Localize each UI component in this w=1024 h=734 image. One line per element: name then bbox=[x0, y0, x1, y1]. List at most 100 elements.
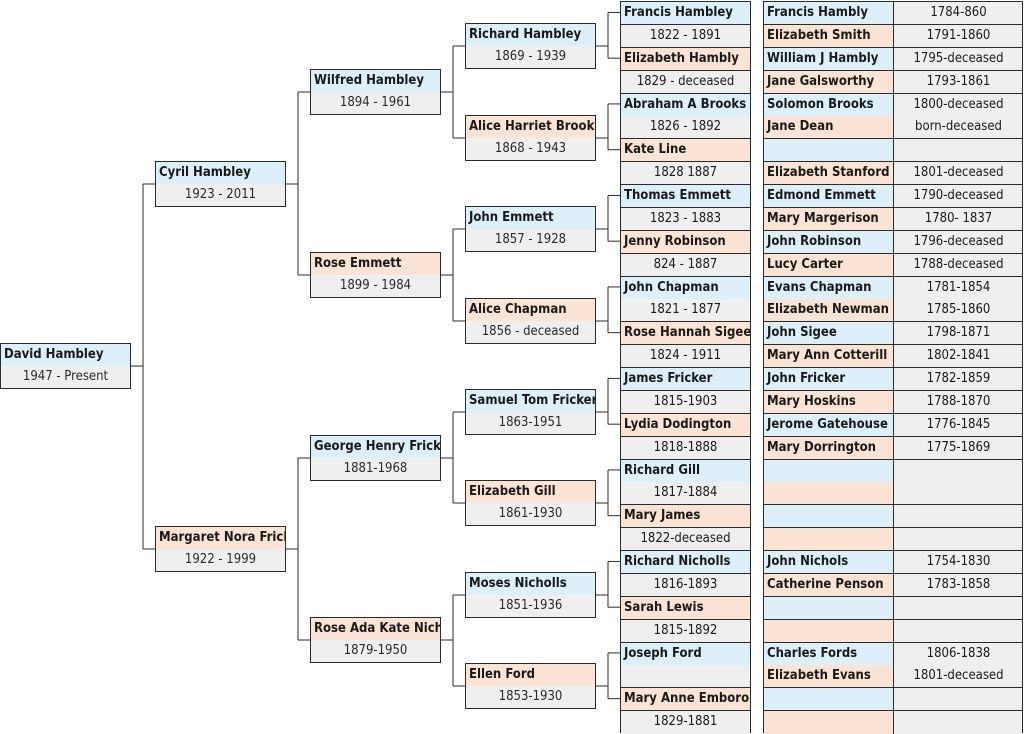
ancestor-dates-row: 1817-1884 bbox=[621, 482, 750, 506]
ancestor-name-row[interactable]: Abraham A Brooks bbox=[621, 93, 750, 117]
person-dates: 1869 - 1939 bbox=[466, 46, 595, 68]
ancestor-row[interactable] bbox=[764, 139, 1022, 163]
ancestor-row[interactable] bbox=[764, 505, 1022, 529]
ancestor-name-row[interactable]: Kate Line bbox=[621, 139, 750, 163]
person-dates bbox=[894, 459, 1022, 482]
person-name: Mary Margerison bbox=[764, 207, 894, 230]
person-dates: 1788-deceased bbox=[894, 253, 1022, 276]
ancestor-name-row[interactable]: Joseph Ford bbox=[621, 642, 750, 666]
person-dates: 1795-deceased bbox=[894, 47, 1022, 70]
ancestor-row[interactable] bbox=[764, 459, 1022, 483]
person-dates: 1817-1884 bbox=[653, 485, 718, 501]
ancestor-row[interactable] bbox=[764, 482, 1022, 506]
person-name: William J Hambly bbox=[764, 47, 894, 70]
ancestor-name-row[interactable]: Rose Hannah Sigee bbox=[621, 322, 750, 346]
person-dates: 1776-1845 bbox=[894, 413, 1022, 436]
person-dates: 1868 - 1943 bbox=[466, 138, 595, 160]
ancestor-name-row[interactable]: Mary Anne Emborough bbox=[621, 688, 750, 712]
ancestor-row[interactable] bbox=[764, 528, 1022, 552]
person-dates: 1861-1930 bbox=[466, 503, 595, 525]
ancestor-name-row[interactable]: Thomas Emmett bbox=[621, 185, 750, 208]
person-dates: 1796-deceased bbox=[894, 230, 1022, 253]
ancestor-name-row[interactable]: Richard Nicholls bbox=[621, 551, 750, 574]
person-name: Kate Line bbox=[624, 142, 687, 158]
person-dates: 1829 - deceased bbox=[636, 73, 735, 89]
person-dates: 1863-1951 bbox=[466, 412, 595, 434]
ancestor-name-row[interactable]: Richard Gill bbox=[621, 459, 750, 483]
ancestor-name-row[interactable]: Jenny Robinson bbox=[621, 230, 750, 254]
ancestor-name-row[interactable]: Lydia Dodington bbox=[621, 413, 750, 437]
person-name: Mary James bbox=[624, 508, 701, 524]
person-dates: 1798-1871 bbox=[894, 322, 1022, 345]
person-dates bbox=[894, 596, 1022, 619]
person-name bbox=[764, 505, 894, 528]
person-dates: 1788-1870 bbox=[894, 390, 1022, 413]
person-name: Jerome Gatehouse bbox=[764, 413, 894, 436]
person-dates: 1894 - 1961 bbox=[311, 92, 440, 114]
person-name: Lucy Carter bbox=[764, 253, 894, 276]
person-name: Samuel Tom Fricker bbox=[466, 390, 595, 412]
person-name: Lydia Dodington bbox=[624, 416, 732, 432]
person-dates: 1922 - 1999 bbox=[156, 549, 285, 571]
person-box[interactable]: Rose Ada Kate Nicholls1879-1950 bbox=[310, 617, 441, 663]
ancestor-row[interactable] bbox=[764, 596, 1022, 620]
ancestor-row[interactable] bbox=[764, 711, 1022, 734]
person-dates: 1899 - 1984 bbox=[311, 275, 440, 297]
person-name: Mary Dorrington bbox=[764, 436, 894, 459]
ancestor-dates-row: 1829-1881 bbox=[621, 711, 750, 734]
person-dates: 1801-deceased bbox=[894, 162, 1022, 185]
ancestor-name-row[interactable]: John Chapman bbox=[621, 276, 750, 300]
ancestor-row[interactable] bbox=[764, 688, 1022, 712]
ancestor-name-row[interactable]: James Fricker bbox=[621, 368, 750, 391]
ancestor-name-row[interactable]: Sarah Lewis bbox=[621, 596, 750, 620]
ancestor-name-row[interactable]: Mary James bbox=[621, 505, 750, 529]
person-box[interactable]: George Henry Fricker1881-1968 bbox=[310, 435, 441, 481]
person-dates: 1790-deceased bbox=[894, 185, 1022, 207]
person-name: Jenny Robinson bbox=[624, 233, 726, 249]
person-name: Sarah Lewis bbox=[624, 599, 704, 615]
ancestor-name-row[interactable]: Francis Hambley bbox=[621, 2, 750, 25]
ancestor-name-row[interactable]: Elizabeth Hambly bbox=[621, 47, 750, 71]
person-box[interactable]: Margaret Nora Fricker1922 - 1999 bbox=[155, 526, 286, 572]
ancestor-row[interactable] bbox=[764, 619, 1022, 643]
person-dates: 1801-deceased bbox=[894, 665, 1022, 688]
person-name: Rose Ada Kate Nicholls bbox=[311, 618, 440, 640]
person-dates: 1806-1838 bbox=[894, 642, 1022, 665]
